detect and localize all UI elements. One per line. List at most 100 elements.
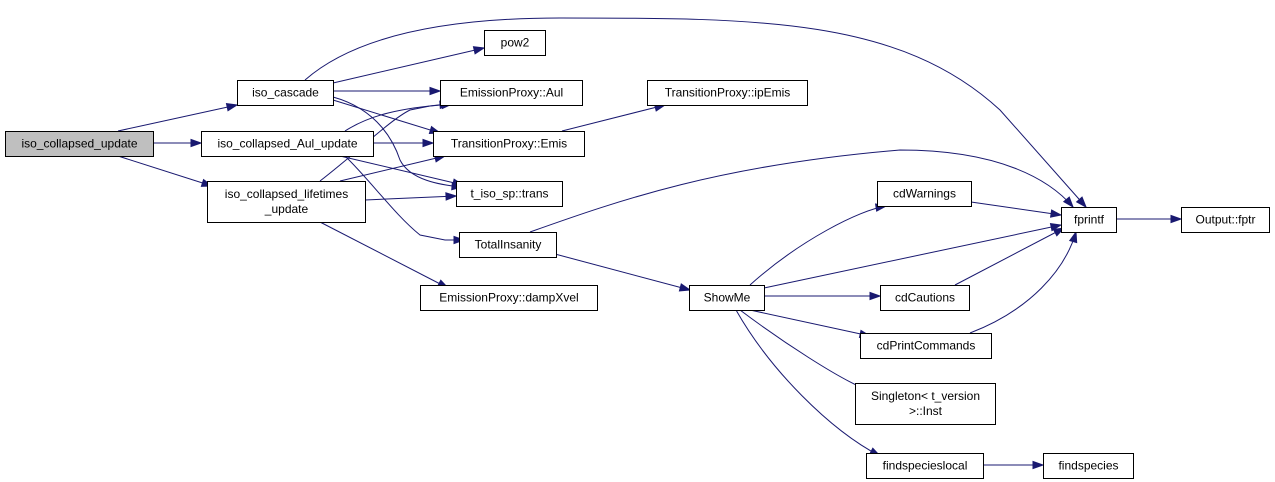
node-box — [880, 285, 970, 311]
edge-totalinsanity-to-fprintf — [529, 149, 1074, 233]
edge-line — [339, 155, 464, 186]
edge-cdprintcommands-to-fprintf — [969, 230, 1078, 334]
node-label: Output::fptr — [1195, 213, 1255, 227]
arrowhead-icon — [1032, 460, 1045, 470]
node-box — [459, 232, 557, 258]
edge-iso-collapsed-update-to-iso-collapsed-lifetimes-update — [117, 155, 214, 187]
edge-line — [749, 205, 887, 286]
edge-line — [954, 227, 1065, 286]
node-box — [433, 131, 585, 157]
edge-line — [117, 104, 238, 132]
node-label: fprintf — [1074, 213, 1105, 227]
edge-iso-cascade-to-pow2 — [332, 46, 486, 84]
edge-line — [117, 155, 213, 187]
edge-totalinsanity-to-showme — [554, 253, 692, 292]
edge-line — [344, 155, 464, 241]
node-label: findspecies — [1058, 459, 1118, 473]
arrowhead-icon — [190, 138, 203, 148]
edge-line — [319, 103, 453, 182]
arrowhead-icon — [1062, 196, 1074, 209]
node-findspecies[interactable]: findspecies — [1043, 453, 1134, 479]
arrowhead-icon — [678, 283, 692, 292]
edge-line — [332, 47, 485, 84]
edge-line — [970, 201, 1062, 216]
edge-cdwarnings-to-fprintf — [970, 201, 1063, 218]
arrowhead-icon — [869, 291, 882, 301]
node-box — [440, 80, 583, 106]
node-box — [201, 131, 374, 157]
node-iso-collapsed-update[interactable]: iso_collapsed_update — [5, 131, 154, 157]
node-transitionproxy-emis[interactable]: TransitionProxy::Emis — [433, 131, 585, 157]
node-label: cdCautions — [895, 291, 955, 305]
node-fprintf[interactable]: fprintf — [1061, 207, 1117, 233]
edge-line — [749, 309, 871, 337]
arrowhead-icon — [1170, 214, 1183, 224]
node-singleton-t-version-inst[interactable]: Singleton< t_version>::Inst — [855, 383, 996, 425]
arrowhead-icon — [472, 46, 486, 55]
node-cdprintcommands[interactable]: cdPrintCommands — [860, 333, 992, 359]
node-label: EmissionProxy::dampXvel — [439, 291, 578, 305]
node-label: ShowMe — [704, 291, 751, 305]
node-label: iso_collapsed_update — [21, 137, 137, 151]
edge-findspecieslocal-to-findspecies — [983, 460, 1045, 470]
node-t-iso-sp-trans[interactable]: t_iso_sp::trans — [456, 181, 563, 207]
edge-showme-to-fprintf — [763, 222, 1063, 289]
node-box — [860, 333, 992, 359]
node-box — [1043, 453, 1134, 479]
node-iso-collapsed-aul-update[interactable]: iso_collapsed_Aul_update — [201, 131, 374, 157]
arrowhead-icon — [1068, 230, 1078, 244]
node-box — [647, 80, 808, 106]
node-box — [207, 181, 366, 223]
node-iso-cascade[interactable]: iso_cascade — [237, 80, 334, 106]
edge-line — [554, 253, 691, 291]
node-label: TransitionProxy::Emis — [451, 137, 567, 151]
arrowhead-icon — [1075, 196, 1087, 209]
node-box — [484, 30, 546, 56]
node-label: cdPrintCommands — [877, 339, 976, 353]
node-totalinsanity[interactable]: TotalInsanity — [459, 232, 557, 258]
edge-line — [319, 221, 449, 289]
node-label: iso_collapsed_Aul_update — [217, 137, 357, 151]
edge-showme-to-cdprintcommands — [749, 309, 872, 338]
node-emissionproxy-dampxvel[interactable]: EmissionProxy::dampXvel — [420, 285, 598, 311]
node-showme[interactable]: ShowMe — [689, 285, 765, 311]
node-label: _update — [264, 202, 309, 216]
arrowhead-icon — [225, 103, 239, 112]
node-output-fptr[interactable]: Output::fptr — [1181, 207, 1270, 233]
node-label: TransitionProxy::ipEmis — [665, 86, 791, 100]
edge-line — [332, 96, 463, 188]
edge-cdcautions-to-fprintf — [954, 227, 1066, 286]
node-box — [866, 453, 984, 479]
node-box — [1061, 207, 1117, 233]
nodes-layer: iso_collapsed_update iso_cascade iso_colla… — [5, 30, 1270, 479]
edge-iso-collapsed-lifetimes-update-to-t-iso-sp-trans — [364, 192, 458, 201]
node-box — [689, 285, 765, 311]
node-findspecieslocal[interactable]: findspecieslocal — [866, 453, 984, 479]
arrowhead-icon — [1049, 222, 1063, 232]
edge-fprintf-to-output-fptr — [1116, 214, 1183, 224]
node-label: EmissionProxy::Aul — [460, 86, 563, 100]
edge-showme-to-cdcautions — [764, 291, 882, 301]
node-cdcautions[interactable]: cdCautions — [880, 285, 970, 311]
edge-line — [339, 155, 446, 182]
arrowhead-icon — [445, 192, 458, 201]
node-label: TotalInsanity — [475, 238, 542, 252]
edge-iso-cascade-to-fprintf — [304, 17, 1087, 209]
node-label: pow2 — [501, 36, 530, 50]
node-label: t_iso_sp::trans — [470, 187, 548, 201]
node-iso-collapsed-lifetimes-update[interactable]: iso_collapsed_lifetimes_update — [207, 181, 366, 223]
edge-line — [304, 17, 1087, 208]
arrowhead-icon — [1049, 209, 1063, 218]
node-transitionproxy-ipemis[interactable]: TransitionProxy::ipEmis — [647, 80, 808, 106]
node-pow2[interactable]: pow2 — [484, 30, 546, 56]
node-box — [855, 383, 996, 425]
edge-line — [364, 195, 457, 201]
edge-iso-collapsed-lifetimes-update-to-emissionproxy-dampxvel — [319, 221, 450, 289]
node-label: iso_cascade — [252, 86, 319, 100]
node-cdwarnings[interactable]: cdWarnings — [877, 181, 972, 207]
node-box — [1181, 207, 1270, 233]
node-box — [237, 80, 334, 106]
edge-iso-collapsed-update-to-iso-collapsed-aul-update — [153, 138, 203, 148]
node-emissionproxy-aul[interactable]: EmissionProxy::Aul — [440, 80, 583, 106]
